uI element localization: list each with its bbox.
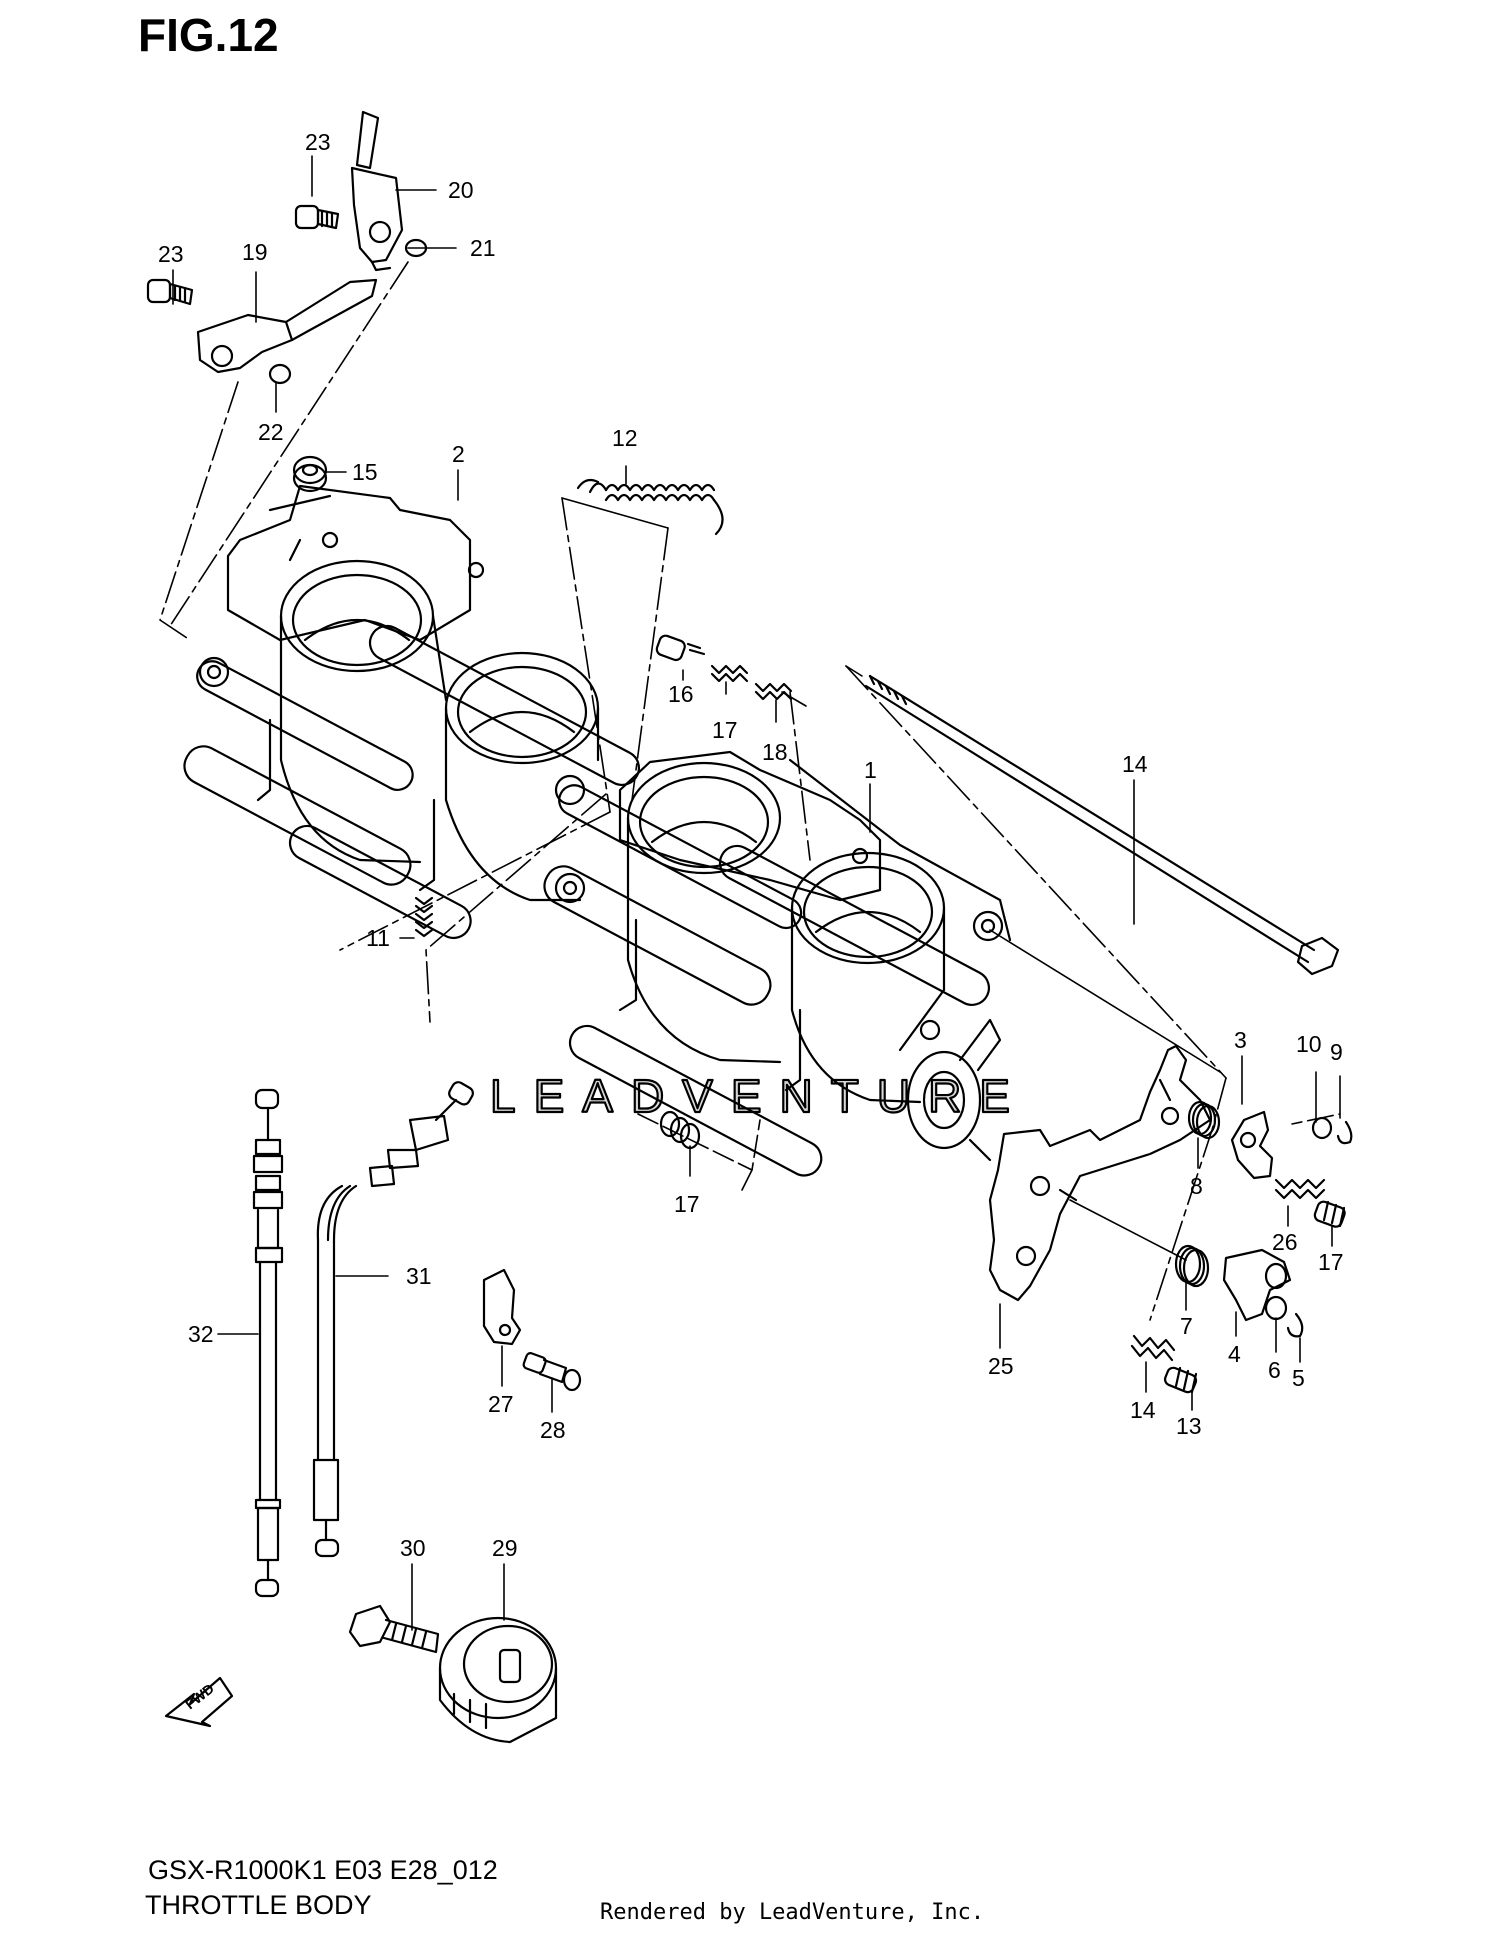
label-30: 30: [400, 1535, 426, 1561]
part-2-throttle-body-left: [183, 484, 640, 940]
part-10-washer: [1311, 1116, 1333, 1140]
part-30-bolt: [348, 1604, 440, 1654]
part-16-nut: [292, 455, 328, 493]
part-17-screw-center: [655, 634, 706, 662]
part-21-sensor: [196, 278, 378, 374]
label-19: 18: [762, 739, 788, 765]
part-1-throttle-body-right: [543, 750, 1012, 1177]
part-12-spring: [576, 478, 724, 536]
label-8: 8: [1190, 1173, 1203, 1199]
diagram-name: THROTTLE BODY: [145, 1890, 372, 1920]
label-7: 7: [1180, 1313, 1193, 1339]
part-32-cable: [252, 1088, 284, 1598]
part-31-cable: [312, 1081, 474, 1558]
part-29-knob: [438, 1616, 558, 1744]
label-2: 2: [452, 441, 465, 467]
part-18-spring: [710, 664, 749, 683]
label-25: 25: [988, 1353, 1014, 1379]
label-4: 4: [1228, 1341, 1241, 1367]
render-credit: Rendered by LeadVenture, Inc.: [600, 1900, 985, 1925]
fwd-arrow-icon: FWD: [164, 1676, 234, 1728]
part-17-screw-right: [1313, 1200, 1346, 1228]
part-14-spring: [1130, 1334, 1176, 1362]
label-14: 14: [1130, 1397, 1156, 1423]
label-10: 10: [1296, 1031, 1322, 1057]
part-27-bracket: [482, 1268, 522, 1346]
label-22: 20: [448, 177, 474, 203]
part-26-spring: [1274, 1178, 1326, 1200]
label-5: 5: [1292, 1365, 1305, 1391]
label-21: 19: [242, 239, 268, 265]
label-9: 9: [1330, 1039, 1343, 1065]
label-6: 6: [1268, 1357, 1281, 1383]
part-4-lever: [1222, 1248, 1292, 1322]
label-27: 27: [488, 1391, 514, 1417]
label-26: 26: [1272, 1229, 1298, 1255]
label-17-center: 16: [668, 681, 694, 707]
part-13-screw: [1163, 1366, 1198, 1394]
part-22-sensor: [350, 110, 404, 272]
label-23-top: 21: [470, 235, 496, 261]
label-20: 17: [674, 1191, 700, 1217]
label-18: 17: [712, 717, 738, 743]
model-code: GSX-R1000K1 E03 E28_012: [148, 1855, 498, 1885]
part-24-screw-top: [294, 204, 340, 230]
label-15: 14: [1122, 751, 1148, 777]
part-number-labels: 23 20 21 23 19 22 15 2 12 16 17 18 1 14 …: [158, 129, 1344, 1561]
part-19-spring: [754, 682, 793, 701]
part-3-lever: [1230, 1110, 1274, 1180]
label-11: 11: [366, 925, 390, 951]
part-7-spring: [1174, 1244, 1210, 1288]
part-11-spring: [414, 896, 434, 938]
label-12: 12: [612, 425, 638, 451]
figure-title: FIG.12: [138, 9, 279, 61]
label-16: 15: [352, 459, 378, 485]
label-3: 3: [1234, 1027, 1247, 1053]
label-31: 31: [406, 1263, 432, 1289]
part-28-bolt: [522, 1352, 582, 1392]
label-1: 1: [864, 757, 877, 783]
callout-lines: [172, 155, 1341, 1631]
label-28: 28: [540, 1417, 566, 1443]
part-24-screw-left: [146, 278, 194, 306]
part-5-clip: [1286, 1312, 1304, 1338]
part-9-clip: [1336, 1120, 1353, 1145]
label-13: 13: [1176, 1413, 1202, 1439]
label-32: 32: [188, 1321, 214, 1347]
label-24-left: 23: [158, 241, 184, 267]
label-17-right: 17: [1318, 1249, 1344, 1275]
label-29: 29: [492, 1535, 518, 1561]
part-23-oring-left: [268, 363, 292, 385]
label-24-top: 23: [305, 129, 331, 155]
part-8-spring: [1187, 1100, 1221, 1140]
label-23-left: 22: [258, 419, 284, 445]
part-6-washer: [1264, 1295, 1288, 1321]
part-15-long-bolt: [864, 674, 1340, 976]
